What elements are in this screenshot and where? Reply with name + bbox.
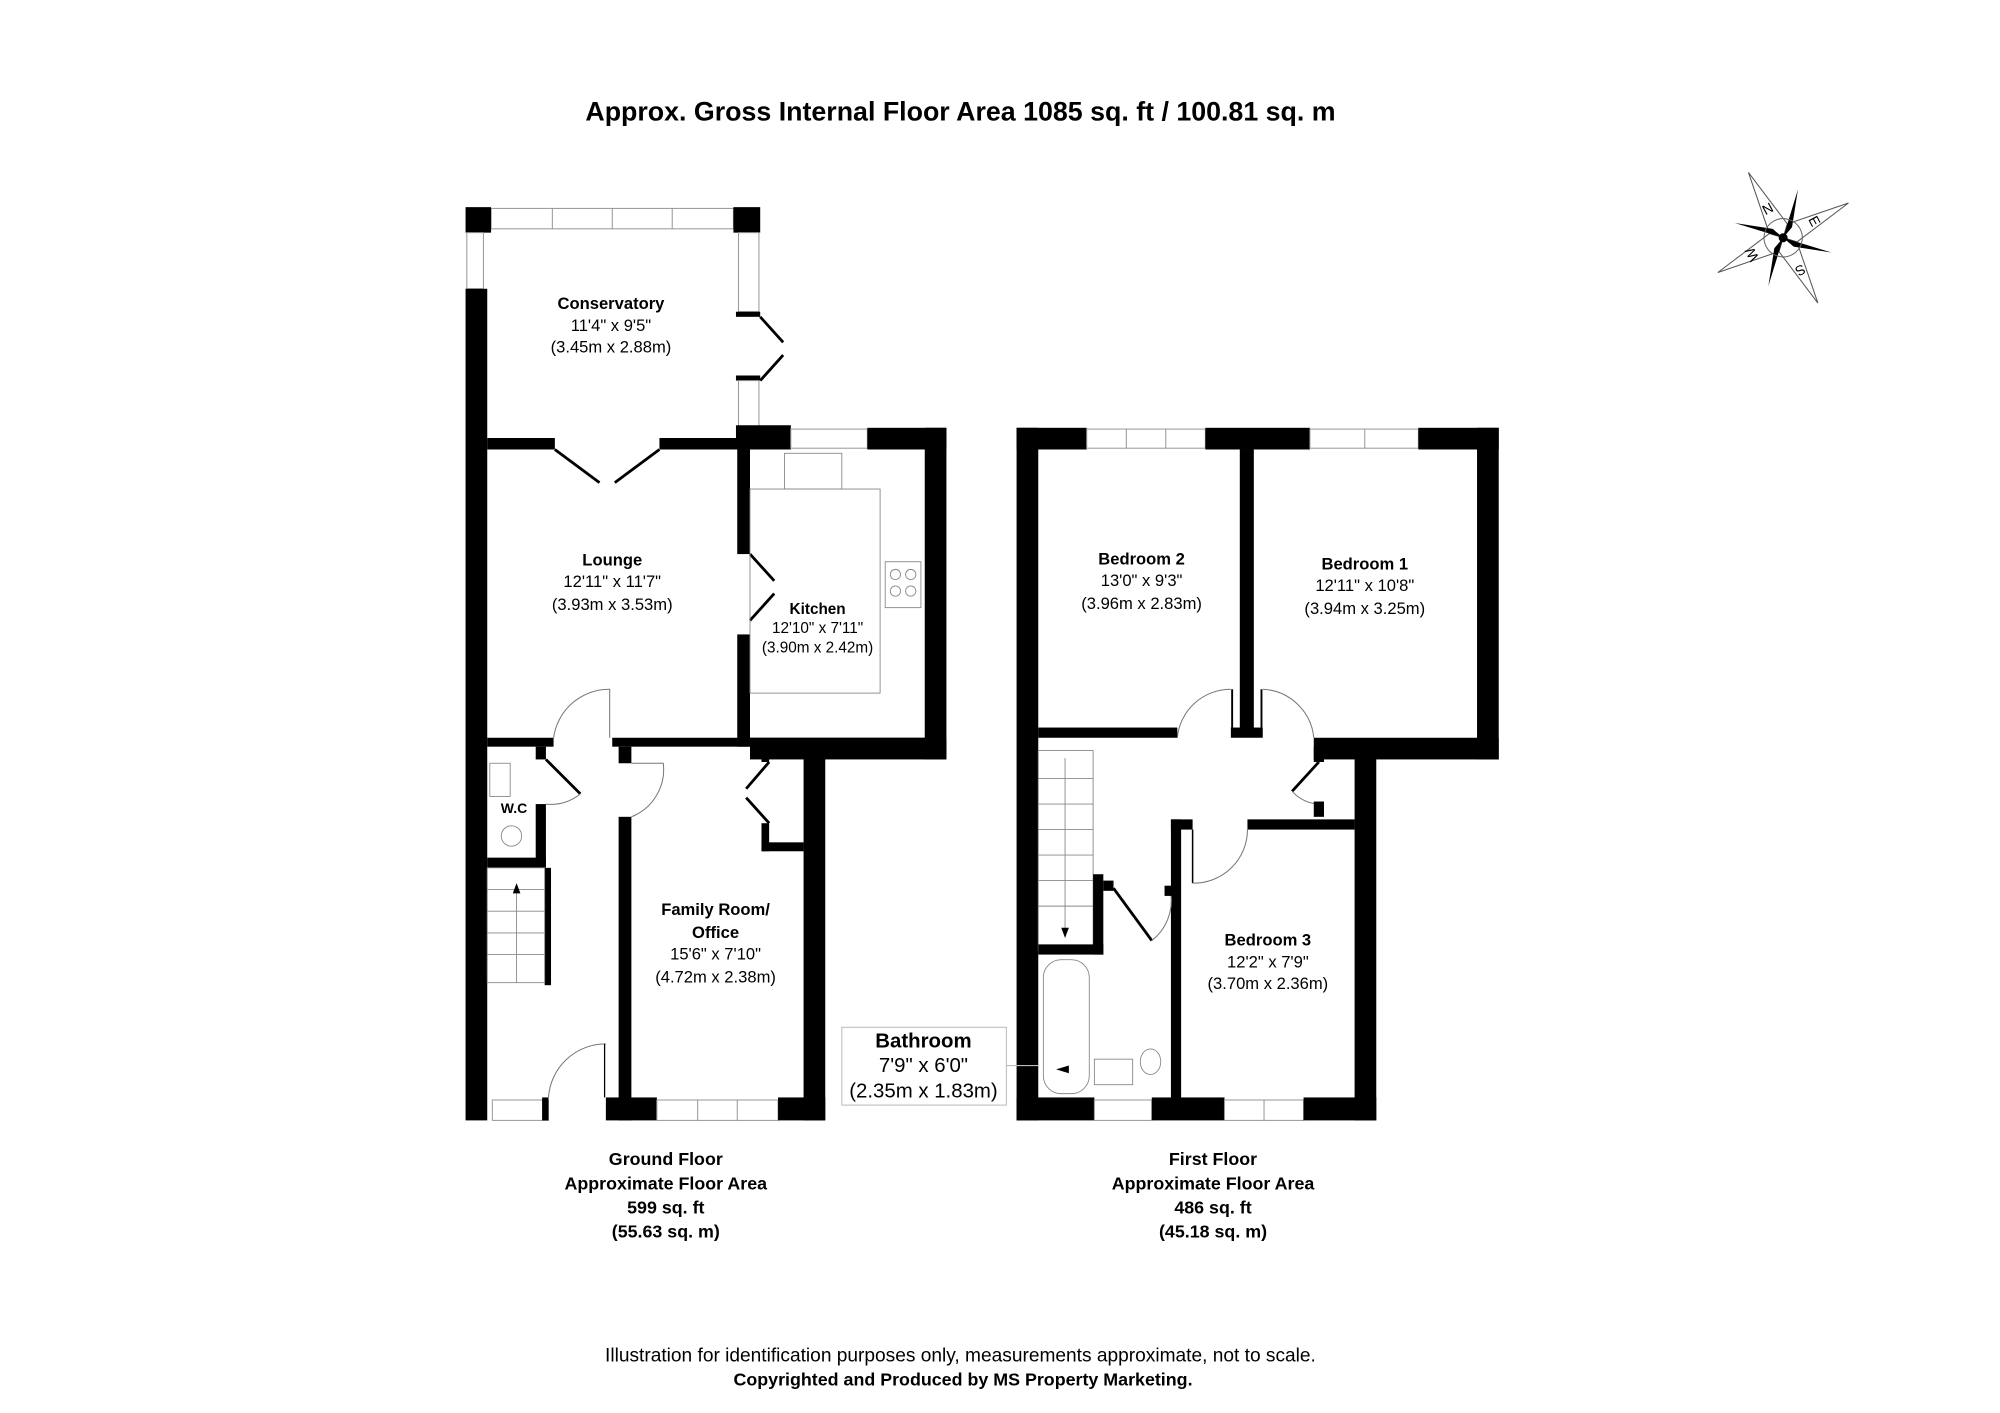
svg-text:(3.70m x 2.36m): (3.70m x 2.36m) bbox=[1208, 974, 1329, 993]
svg-text:Bedroom 1: Bedroom 1 bbox=[1321, 554, 1408, 573]
first-floor-summary: First Floor Approximate Floor Area 486 s… bbox=[1112, 1149, 1316, 1242]
svg-text:599 sq. ft: 599 sq. ft bbox=[627, 1198, 704, 1218]
svg-text:Family Room/: Family Room/ bbox=[661, 900, 770, 919]
svg-text:12'11" x 11'7": 12'11" x 11'7" bbox=[563, 572, 661, 591]
copyright: Copyrighted and Produced by MS Property … bbox=[733, 1370, 1192, 1390]
svg-text:Conservatory: Conservatory bbox=[558, 294, 666, 313]
svg-text:(3.96m x 2.83m): (3.96m x 2.83m) bbox=[1081, 594, 1202, 613]
room-bathroom-label: Bathroom 7'9" x 6'0" (2.35m x 1.83m) bbox=[841, 1026, 1039, 1106]
ground-floor-summary: Ground Floor Approximate Floor Area 599 … bbox=[565, 1149, 769, 1242]
svg-text:First Floor: First Floor bbox=[1169, 1149, 1257, 1169]
svg-text:Bedroom 3: Bedroom 3 bbox=[1225, 931, 1312, 950]
svg-text:(3.45m x 2.88m): (3.45m x 2.88m) bbox=[551, 338, 672, 357]
svg-text:(4.72m x 2.38m): (4.72m x 2.38m) bbox=[655, 968, 776, 987]
compass-rose-icon: N E S W bbox=[1717, 172, 1849, 304]
room-bedroom-2: Bedroom 2 13'0" x 9'3" (3.96m x 2.83m) bbox=[1081, 549, 1202, 613]
room-conservatory: Conservatory 11'4" x 9'5" (3.45m x 2.88m… bbox=[551, 294, 672, 356]
svg-text:Bathroom: Bathroom bbox=[875, 1031, 971, 1053]
svg-text:Ground Floor: Ground Floor bbox=[609, 1149, 723, 1169]
svg-text:(55.63 sq. m): (55.63 sq. m) bbox=[612, 1222, 720, 1242]
first-floor-plan: Bedroom 2 13'0" x 9'3" (3.96m x 2.83m) B… bbox=[841, 427, 1499, 1121]
room-lounge: Lounge 12'11" x 11'7" (3.93m x 3.53m) bbox=[552, 551, 673, 615]
svg-text:Office: Office bbox=[692, 923, 739, 942]
svg-text:15'6" x 7'10": 15'6" x 7'10" bbox=[670, 945, 761, 964]
svg-text:11'4" x 9'5": 11'4" x 9'5" bbox=[571, 316, 652, 335]
svg-text:13'0" x 9'3": 13'0" x 9'3" bbox=[1101, 571, 1183, 590]
svg-text:Approximate Floor Area: Approximate Floor Area bbox=[1112, 1173, 1316, 1193]
room-bedroom-1: Bedroom 1 12'11" x 10'8" (3.94m x 3.25m) bbox=[1304, 554, 1425, 618]
ground-floor-plan: Conservatory 11'4" x 9'5" (3.45m x 2.88m… bbox=[465, 207, 947, 1121]
svg-text:(3.94m x 3.25m): (3.94m x 3.25m) bbox=[1304, 599, 1425, 618]
room-family-room-office: Family Room/ Office 15'6" x 7'10" (4.72m… bbox=[655, 900, 776, 987]
svg-text:(2.35m x 1.83m): (2.35m x 1.83m) bbox=[849, 1080, 997, 1102]
svg-text:12'11" x 10'8": 12'11" x 10'8" bbox=[1315, 576, 1414, 595]
svg-text:7'9" x 6'0": 7'9" x 6'0" bbox=[879, 1055, 968, 1077]
page-title: Approx. Gross Internal Floor Area 1085 s… bbox=[585, 96, 1335, 126]
svg-text:Lounge: Lounge bbox=[582, 551, 642, 570]
svg-text:Kitchen: Kitchen bbox=[790, 601, 846, 618]
svg-text:Approximate Floor Area: Approximate Floor Area bbox=[565, 1173, 769, 1193]
svg-text:486 sq. ft: 486 sq. ft bbox=[1174, 1198, 1251, 1218]
room-bedroom-3: Bedroom 3 12'2" x 7'9" (3.70m x 2.36m) bbox=[1208, 931, 1329, 993]
room-kitchen: Kitchen 12'10" x 7'11" (3.90m x 2.42m) bbox=[762, 601, 873, 656]
svg-text:(3.90m x 2.42m): (3.90m x 2.42m) bbox=[762, 639, 873, 656]
disclaimer: Illustration for identification purposes… bbox=[605, 1345, 1316, 1366]
svg-text:(3.93m x 3.53m): (3.93m x 3.53m) bbox=[552, 595, 673, 614]
svg-text:(45.18 sq. m): (45.18 sq. m) bbox=[1159, 1222, 1267, 1242]
svg-text:Bedroom 2: Bedroom 2 bbox=[1098, 549, 1185, 568]
svg-text:12'2" x 7'9": 12'2" x 7'9" bbox=[1227, 952, 1309, 971]
room-wc: W.C bbox=[501, 800, 527, 816]
svg-text:12'10" x 7'11": 12'10" x 7'11" bbox=[772, 620, 863, 637]
